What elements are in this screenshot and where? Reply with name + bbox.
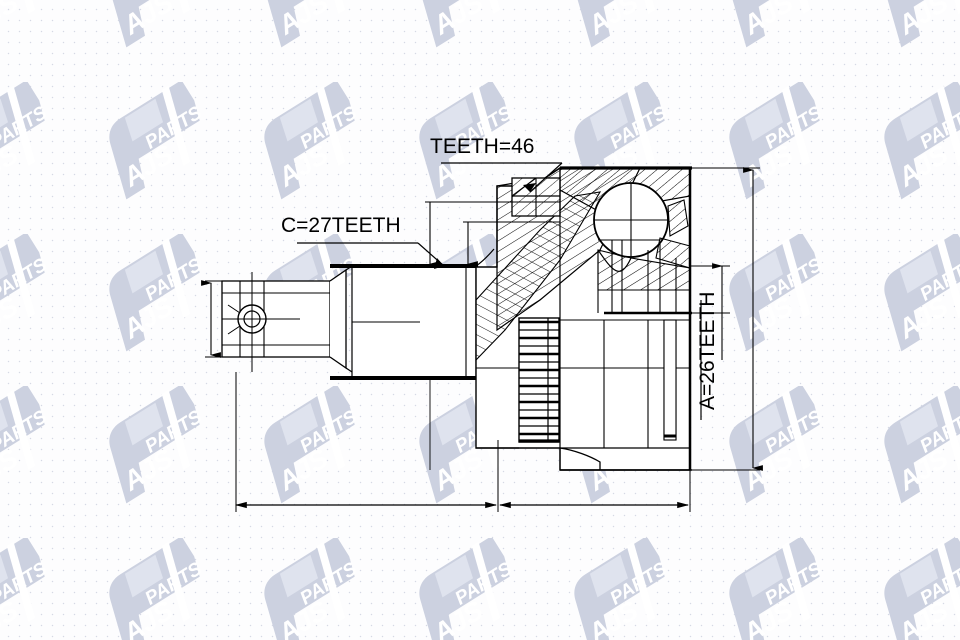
leader-teeth-top [441,162,563,193]
dim-bottom-left [234,372,499,512]
dim-bottom-right [498,470,691,512]
dim-right-inner [604,263,730,360]
ball-bearing-group [593,182,691,448]
label-spline-c: C=27TEETH [281,214,401,237]
dimension-lines [201,162,763,512]
abs-ring-body [518,317,560,443]
outer-stub-group [560,168,692,471]
dim-right-outer [690,167,763,471]
label-spline-a: A=26TEETH [696,292,719,410]
dim-top-vertical-2 [463,221,560,267]
dim-left-vertical [201,280,230,358]
leader-spline-c [297,242,445,269]
abs-ring-teeth [519,320,559,443]
spline-stub-group [221,265,353,373]
label-teeth-top: TEETH=46 [430,135,534,158]
shaft-barrel-group [330,248,495,395]
abs-tone-ring [476,317,601,470]
housing-collar [511,177,561,217]
